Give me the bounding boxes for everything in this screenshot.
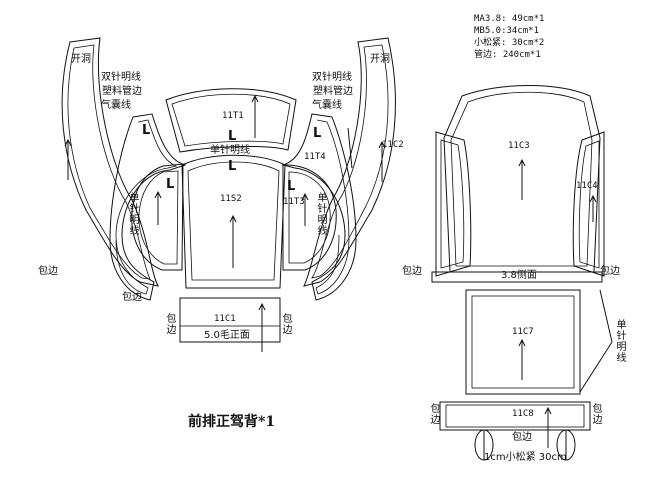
label-fabric-face: 5.0毛正面 [204,330,250,341]
label-binding-1: 包边 [38,266,58,277]
left-inner-panel [131,163,184,271]
spec-line-elastic: 小松紧: 30cm*2 [474,38,545,48]
label-open-hole-left: 开洞 [71,54,91,65]
mark-l-5: L [313,126,322,141]
piece-11t1 [165,88,297,153]
piece-11t4 [281,113,357,301]
mark-l-2: L [228,129,237,144]
label-binding-9: 包边 [512,432,532,443]
mark-l-3: L [228,159,237,174]
mark-l-1: L [142,123,151,138]
piece-11c1 [179,297,281,352]
label-binding-5: 包边 [402,266,422,277]
code-11c4: 11C4 [576,181,598,191]
code-11t1: 11T1 [222,111,244,121]
left-outer-strip [61,37,159,287]
label-binding-6: 包边 [600,266,620,277]
piece-11c4 [572,131,605,277]
label-binding-3: 包边 [166,314,177,336]
piece-11c3 [443,85,601,273]
label-double-stitch-right: 双针明线 [312,72,352,83]
label-plastic-piping-left: 塑料管边 [102,86,142,97]
code-11c2: 11C2 [382,140,404,150]
code-11s2: 11S2 [220,194,242,204]
label-open-hole-right: 开洞 [370,54,390,65]
label-side-face: 3.8侧面 [501,270,537,281]
piece-11c7 [465,289,613,395]
label-binding-2: 包边 [122,292,142,303]
sheet-title: 前排正驾背*1 [188,414,276,430]
mark-l-6: L [287,179,296,194]
piece-11t3 [282,164,337,271]
piece-11c8 [439,401,591,461]
label-single-stitch-center: 单针明线 [210,145,250,156]
spec-line-ma: MA3.8: 49cm*1 [474,14,545,24]
code-11c1: 11C1 [214,314,236,324]
code-11t4: 11T4 [304,152,326,162]
code-11t3: 11T3 [283,197,305,207]
label-airbag-line-left: 气囊线 [101,100,131,111]
label-elastic-30cm: 1cm小松紧 30cm [484,452,567,463]
label-double-stitch-left: 双针明线 [101,72,141,83]
label-airbag-line-right: 气囊线 [312,100,342,111]
spec-line-mb: MB5.0:34cm*1 [474,26,540,36]
label-binding-8: 包边 [592,404,603,426]
label-binding-7: 包边 [430,404,441,426]
side-band [431,271,603,283]
label-single-stitch-c7: 单针明线 [616,320,627,364]
label-plastic-piping-right: 塑料管边 [313,86,353,97]
label-single-stitch-left: 单针明线 [129,193,140,237]
code-11c3: 11C3 [508,141,530,151]
label-binding-4: 包边 [282,314,293,336]
code-11c8: 11C8 [512,409,534,419]
label-single-stitch-right: 单针明线 [317,193,328,237]
mark-l-4: L [166,177,175,192]
piece-11s2 [181,154,286,289]
right-outer-strip [303,37,396,287]
piece-11c2 [435,131,472,277]
code-11c7: 11C7 [512,327,534,337]
spec-line-piping: 管边: 240cm*1 [474,50,541,60]
